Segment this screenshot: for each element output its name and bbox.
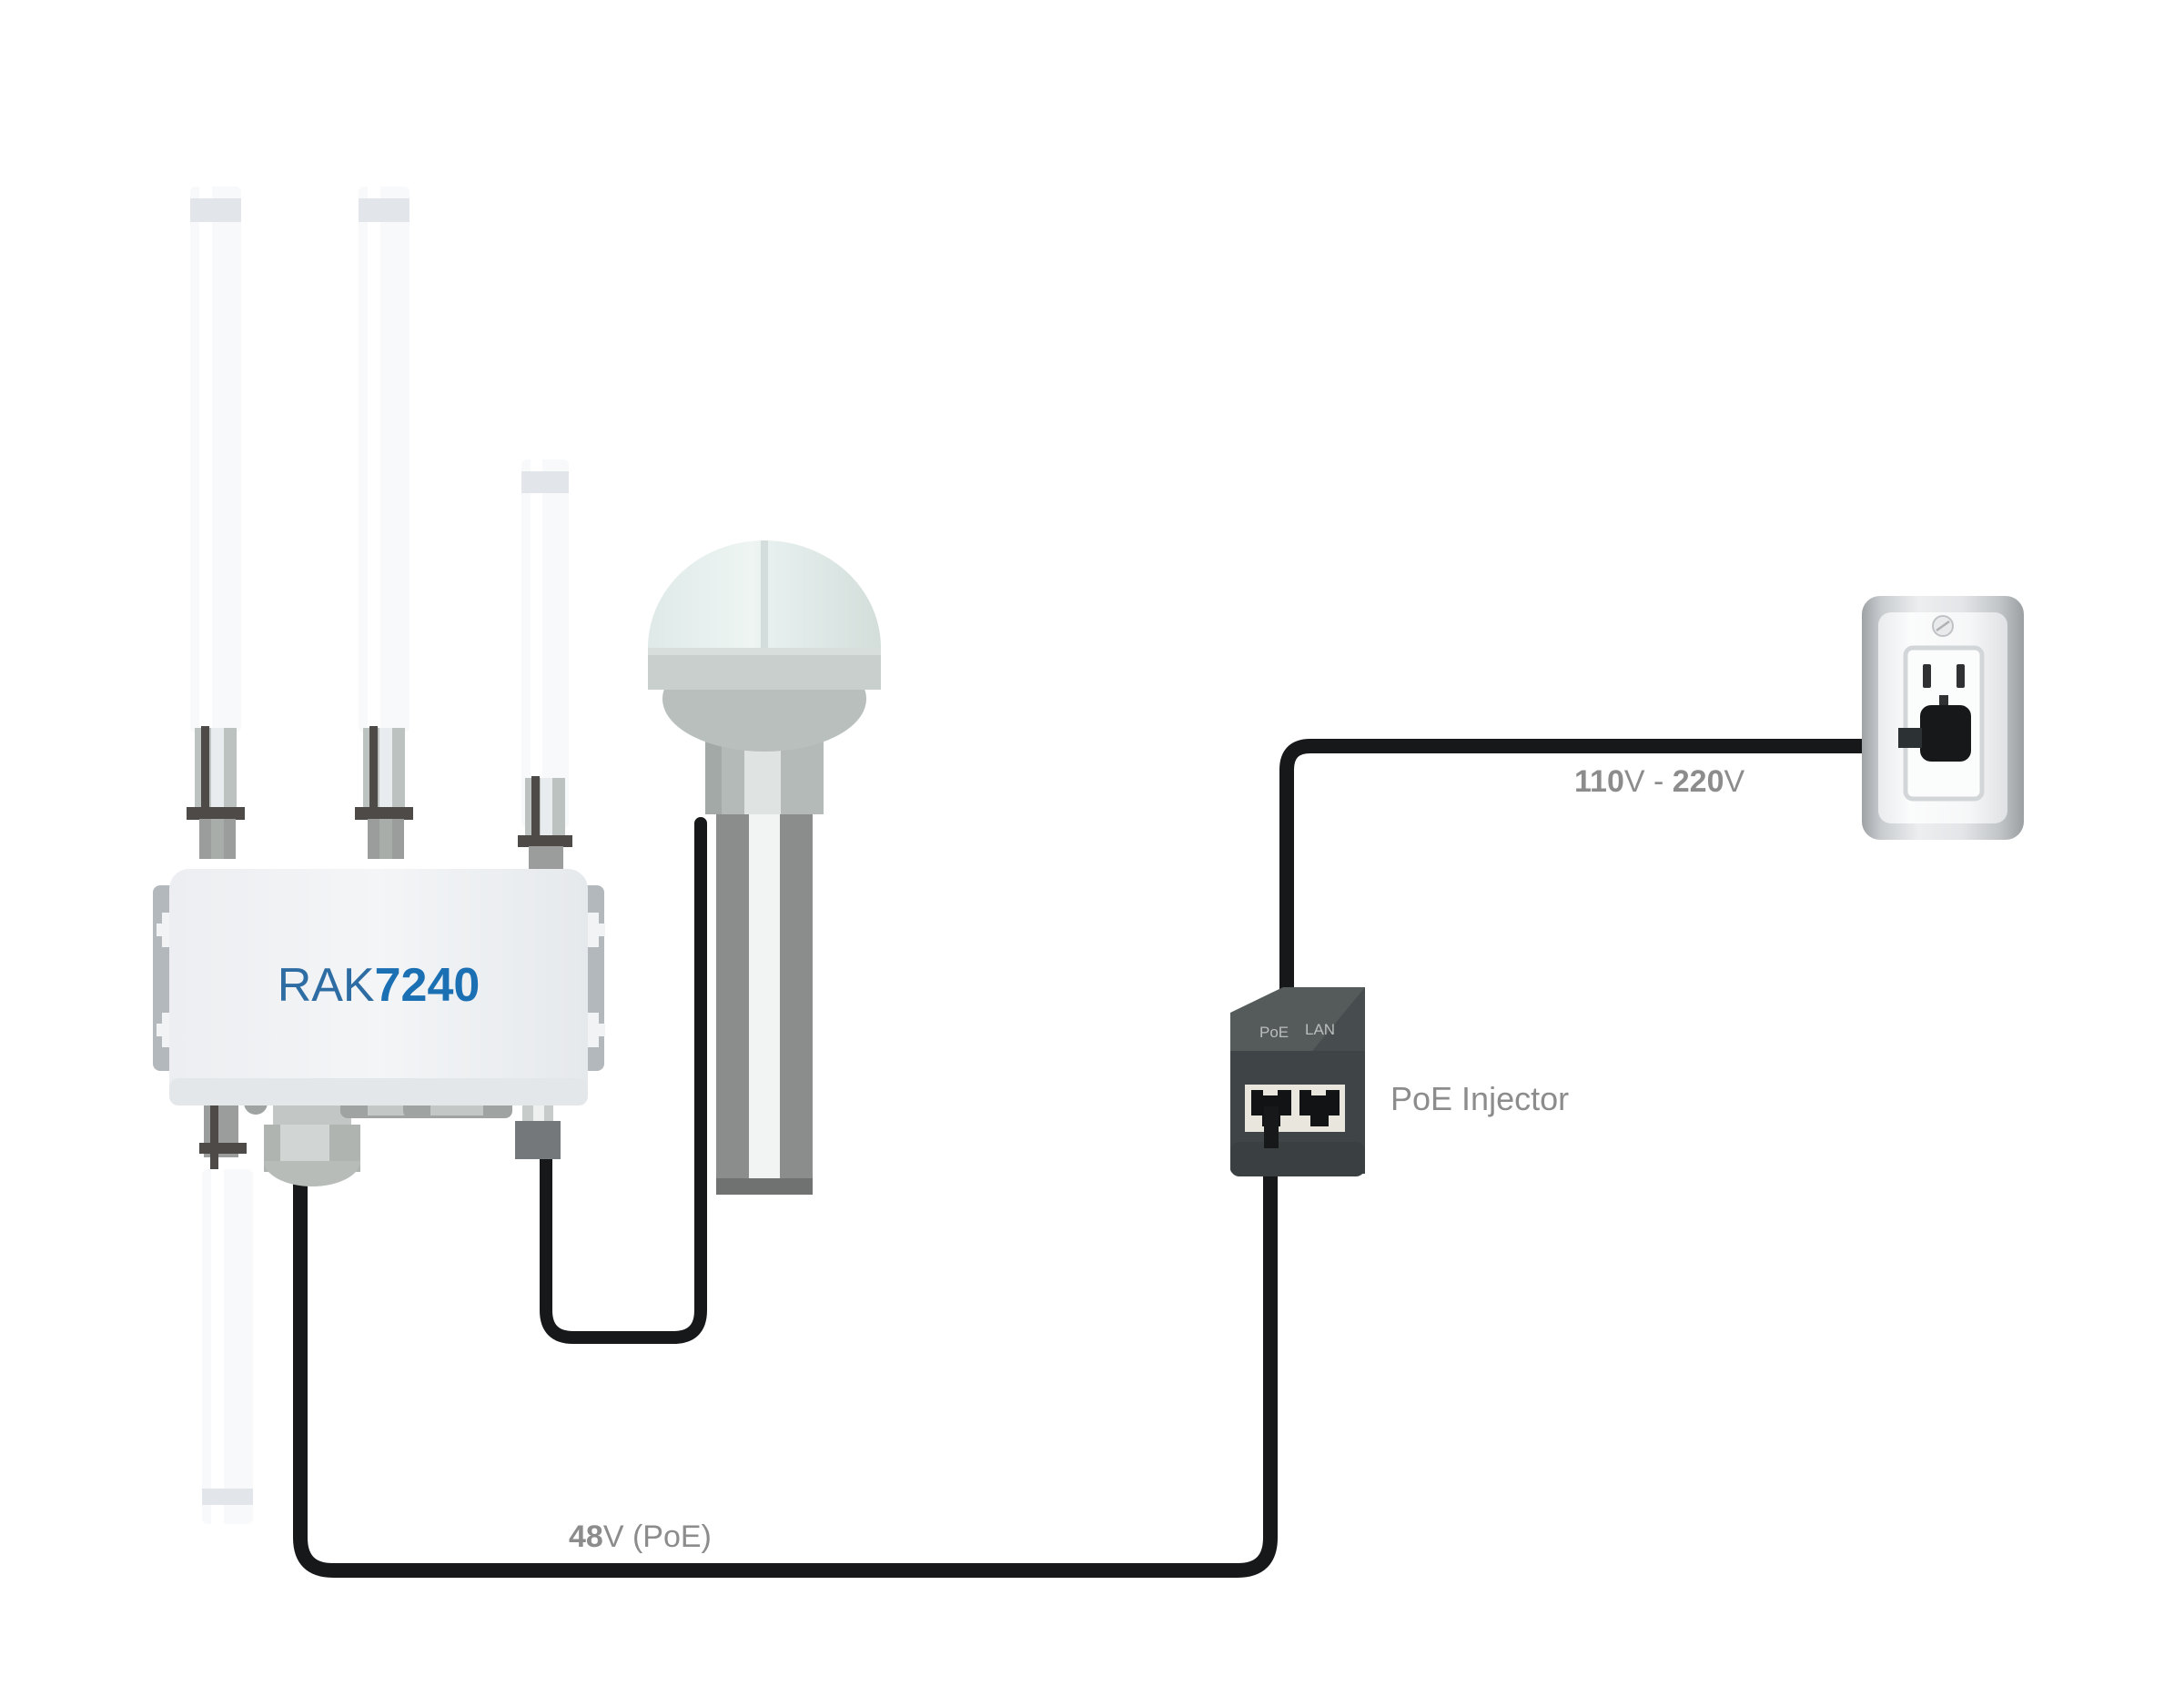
poe-injector-label: PoE Injector bbox=[1390, 1080, 1569, 1117]
gateway-model-label: RAK7240 bbox=[278, 959, 480, 1012]
mains-cable-label: 110V - 220V bbox=[1574, 764, 1745, 799]
model-number-text: 7240 bbox=[375, 959, 480, 1012]
mains-voltage-sep: V - bbox=[1624, 764, 1673, 799]
poe-rj45-jack[interactable] bbox=[1251, 1085, 1291, 1148]
lan-rj45-jack[interactable] bbox=[1299, 1085, 1340, 1126]
lan-port-label: LAN bbox=[1305, 1021, 1335, 1038]
mains-voltage-unit: V bbox=[1724, 764, 1745, 799]
cable-layer bbox=[293, 739, 1927, 1578]
brand-prefix-text: RAK bbox=[278, 959, 375, 1012]
mains-voltage-max: 220 bbox=[1673, 764, 1724, 799]
poe-cable-label: 48V (PoE) bbox=[569, 1519, 712, 1554]
poe-voltage-value: 48 bbox=[569, 1519, 603, 1554]
poe-cable-path bbox=[293, 1153, 1278, 1578]
poe-voltage-unit: V (PoE) bbox=[603, 1519, 712, 1554]
poe-injector[interactable]: PoE LAN PoE Injector bbox=[1230, 987, 1569, 1176]
rak7240-gateway[interactable]: RAK7240 bbox=[153, 869, 605, 1188]
gateway-antennas bbox=[187, 187, 572, 884]
antenna-4[interactable] bbox=[202, 1169, 253, 1524]
gps-cable-path bbox=[540, 817, 707, 1344]
antenna-1[interactable] bbox=[187, 187, 245, 859]
wall-outlet[interactable] bbox=[1862, 596, 2024, 840]
gps-dome-antenna[interactable] bbox=[648, 540, 881, 1195]
antenna-2[interactable] bbox=[355, 187, 413, 859]
poe-port-label: PoE bbox=[1259, 1024, 1289, 1041]
antenna-3[interactable] bbox=[518, 459, 572, 884]
mains-cable-path bbox=[1279, 739, 1927, 1026]
mains-voltage-min: 110 bbox=[1574, 764, 1624, 799]
outlet-socket-lower[interactable] bbox=[1898, 705, 1971, 762]
